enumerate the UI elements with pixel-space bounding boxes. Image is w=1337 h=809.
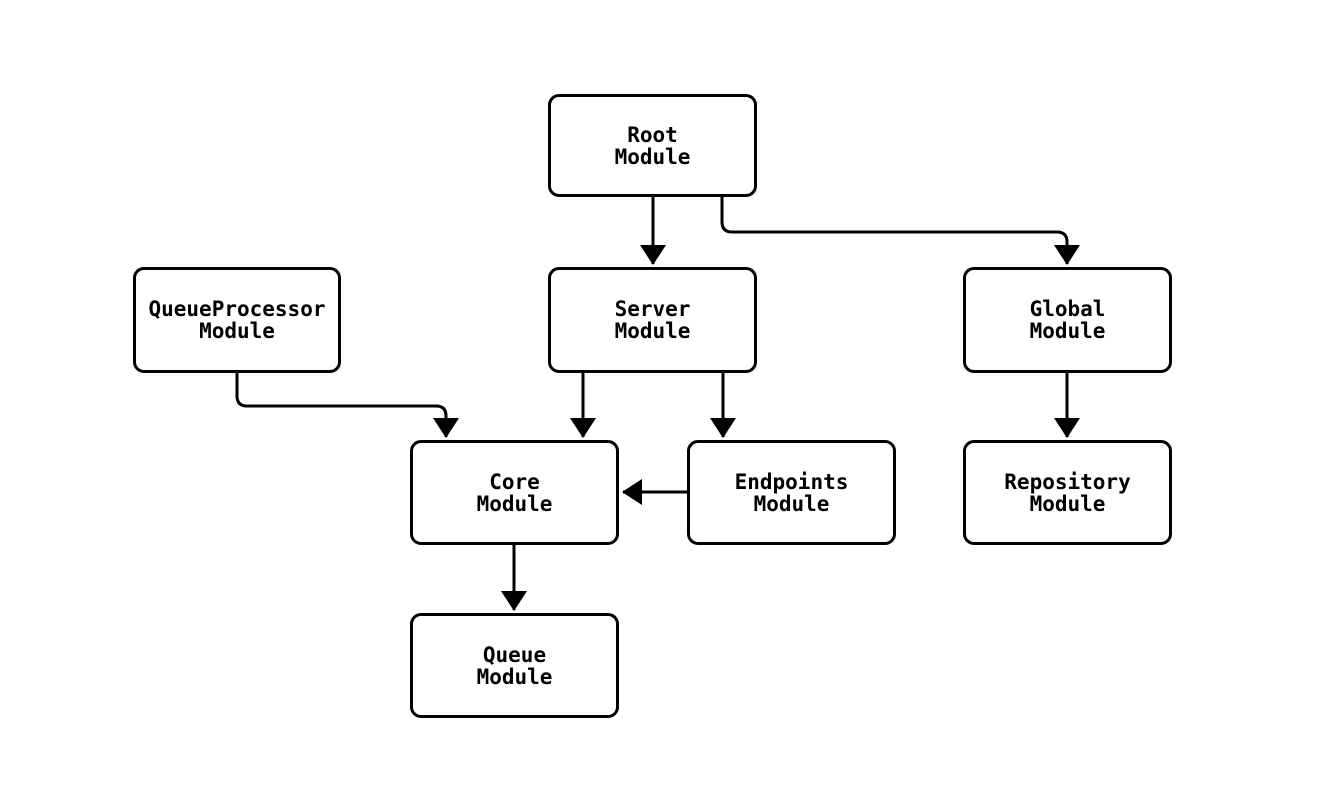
node-queueprocessor-module-label: QueueProcessor Module (148, 297, 326, 343)
node-queue-module-label: Queue Module (476, 642, 553, 689)
node-queue-module: Queue Module (410, 613, 619, 718)
node-endpoints-module-label: Endpoints Module (734, 469, 849, 516)
node-root-module-label: Root Module (614, 122, 691, 169)
node-core-module: Core Module (410, 440, 619, 545)
node-repository-module-label: Repository Module (1004, 469, 1131, 516)
node-global-module-label: Global Module (1029, 297, 1106, 343)
node-global-module: Global Module (963, 267, 1172, 373)
edge-queueprocessor-to-core (235, 373, 459, 438)
node-server-module: Server Module (548, 267, 757, 373)
node-endpoints-module: Endpoints Module (687, 440, 896, 545)
node-server-module-label: Server Module (614, 297, 691, 343)
node-repository-module: Repository Module (963, 440, 1172, 545)
node-root-module: Root Module (548, 94, 757, 197)
edge-root-to-global (720, 197, 1080, 265)
node-queueprocessor-module: QueueProcessor Module (133, 267, 341, 373)
node-core-module-label: Core Module (476, 469, 553, 516)
